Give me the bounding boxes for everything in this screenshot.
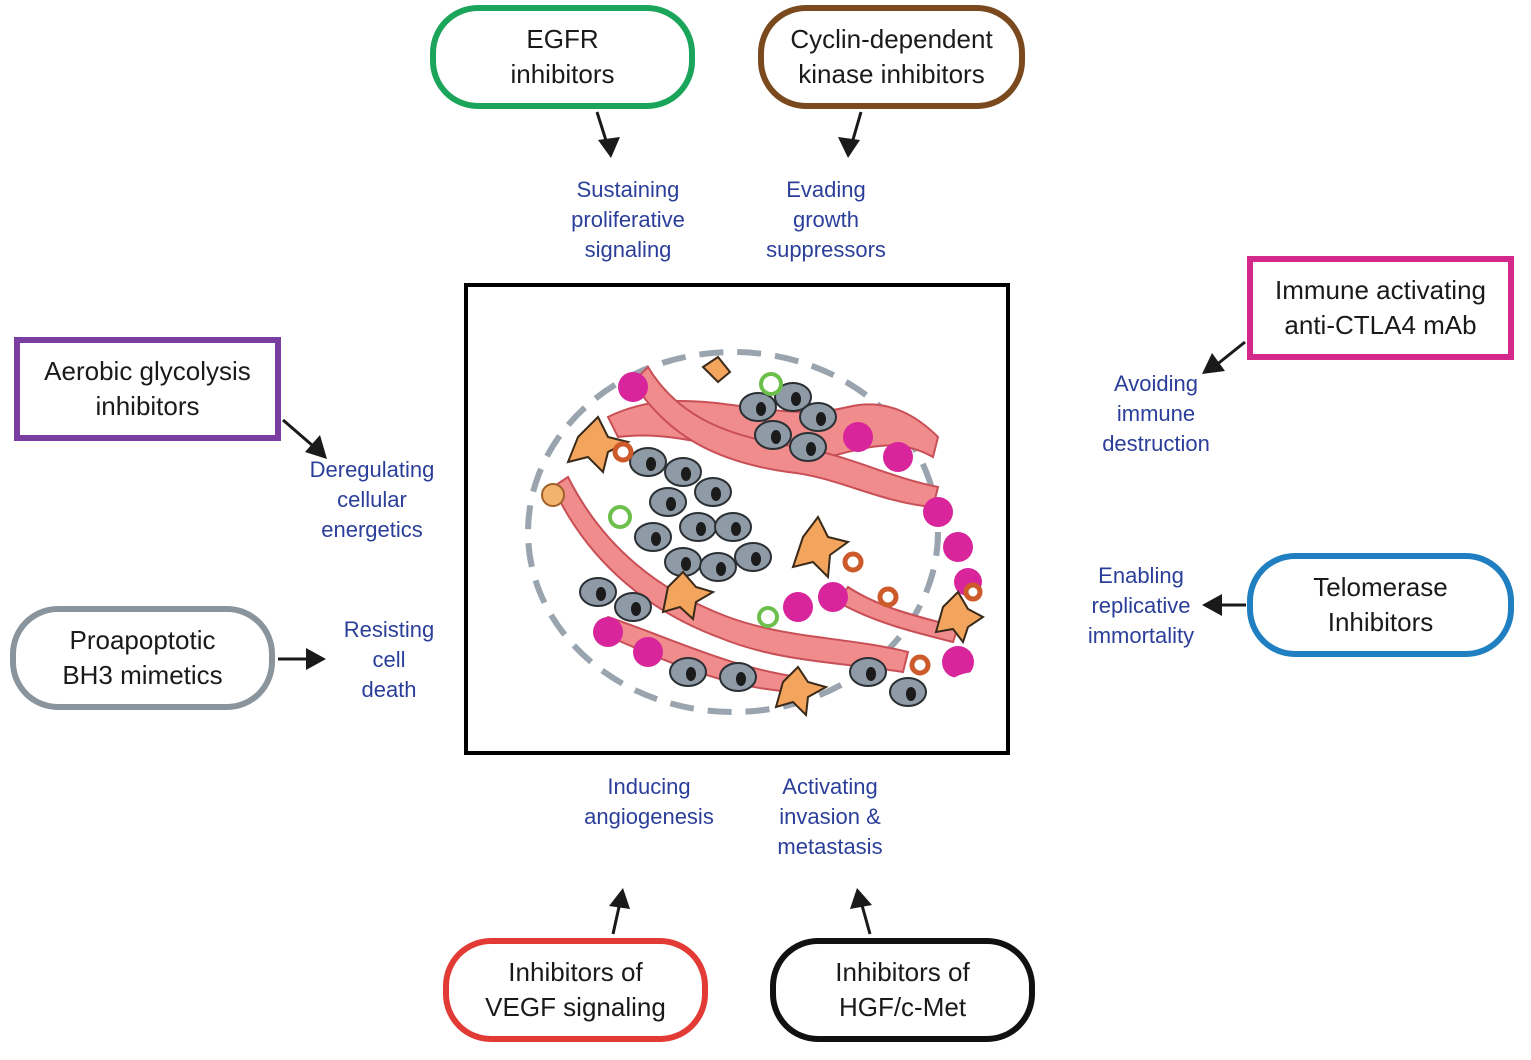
hallmark-line: metastasis	[777, 834, 883, 859]
tumor-illustration-frame	[464, 283, 1010, 755]
small-cells	[612, 441, 983, 676]
tumor-microenvironment-illustration	[525, 349, 1006, 751]
arrow-hgf	[858, 897, 872, 935]
hallmark-line: death	[361, 677, 417, 702]
aerobic-glycolysis-box: Aerobic glycolysis inhibitors	[14, 337, 281, 441]
vegf-inhibitors-box: Inhibitors of VEGF signaling	[443, 938, 708, 1042]
bh3-line-1: Proapoptotic	[69, 625, 216, 655]
immune-cells	[593, 372, 982, 678]
bh3-line-2: BH3 mimetics	[62, 660, 223, 690]
immune-line-1: Immune activating	[1275, 275, 1486, 305]
hallmark-line: proliferative	[571, 207, 685, 232]
glycolysis-line-2: inhibitors	[95, 391, 200, 421]
arrow-immune	[1209, 340, 1246, 372]
hallmark-line: Enabling	[1098, 563, 1184, 588]
hallmark-line: growth	[792, 207, 860, 232]
vegf-line-1: Inhibitors of	[508, 957, 643, 987]
arrow-vegf	[611, 897, 623, 935]
cdk-inhibitors-box: Cyclin-dependent kinase inhibitors	[758, 5, 1025, 109]
hallmark-line: destruction	[1102, 431, 1210, 456]
vegf-line-2: VEGF signaling	[485, 992, 666, 1022]
hallmark-line: Avoiding	[1114, 371, 1198, 396]
immune-activating-box: Immune activating anti-CTLA4 mAb	[1247, 256, 1514, 360]
hallmark-line: angiogenesis	[584, 804, 714, 829]
hallmark-invasion-metastasis: Activating invasion & metastasis	[750, 772, 910, 862]
hallmark-line: Deregulating	[309, 457, 435, 482]
egfr-line-1: EGFR	[526, 24, 599, 54]
bh3-mimetics-box: Proapoptotic BH3 mimetics	[10, 606, 275, 710]
egfr-inhibitors-box: EGFR inhibitors	[430, 5, 695, 109]
arrowhead	[598, 137, 620, 158]
immune-line-2: anti-CTLA4 mAb	[1284, 310, 1477, 340]
hallmark-line: immortality	[1087, 623, 1195, 648]
telomerase-line-2: Inhibitors	[1327, 607, 1434, 637]
hallmark-proliferative-signaling: Sustaining proliferative signaling	[548, 175, 708, 265]
hgf-inhibitors-box: Inhibitors of HGF/c-Met	[770, 938, 1035, 1042]
fibroblasts	[566, 355, 985, 718]
arrowhead	[850, 888, 872, 909]
hallmark-line: invasion &	[779, 804, 881, 829]
arrowhead	[609, 888, 630, 909]
arrow-glycolysis	[282, 418, 321, 454]
hallmark-line: Evading	[786, 177, 866, 202]
glycolysis-line-1: Aerobic glycolysis	[44, 356, 251, 386]
tan-cell	[541, 483, 565, 507]
hallmark-resisting-cell-death: Resisting cell death	[319, 615, 459, 705]
hallmark-line: Resisting	[343, 617, 435, 642]
hallmark-line: energetics	[321, 517, 423, 542]
hallmark-growth-suppressors: Evading growth suppressors	[746, 175, 906, 265]
tumor-boundary	[525, 349, 941, 715]
green-cells	[608, 372, 783, 628]
cutout	[931, 672, 1006, 751]
cdk-line-2: kinase inhibitors	[798, 59, 985, 89]
cancer-cell-nuclei	[596, 392, 916, 701]
hallmark-line: Inducing	[607, 774, 691, 799]
arrow-cdk	[848, 111, 863, 151]
cdk-line-1: Cyclin-dependent	[790, 24, 993, 54]
egfr-line-2: inhibitors	[510, 59, 615, 89]
arrow-egfr	[595, 111, 612, 153]
hallmark-immune-destruction: Avoiding immune destruction	[1076, 369, 1236, 459]
hallmark-line: signaling	[584, 237, 672, 262]
hallmark-line: immune	[1116, 401, 1196, 426]
hallmark-cellular-energetics: Deregulating cellular energetics	[292, 455, 452, 545]
hallmark-line: Sustaining	[576, 177, 680, 202]
hallmark-replicative-immortality: Enabling replicative immortality	[1061, 561, 1221, 651]
hallmark-line: suppressors	[766, 237, 886, 262]
arrowhead	[838, 137, 860, 158]
hgf-line-2: HGF/c-Met	[838, 992, 967, 1022]
telomerase-line-1: Telomerase	[1313, 572, 1448, 602]
hallmark-line: cellular	[337, 487, 407, 512]
hallmark-inducing-angiogenesis: Inducing angiogenesis	[564, 772, 734, 832]
telomerase-inhibitors-box: Telomerase Inhibitors	[1247, 553, 1514, 657]
hgf-line-1: Inhibitors of	[835, 957, 970, 987]
hallmark-line: replicative	[1091, 593, 1191, 618]
hallmark-line: cell	[372, 647, 406, 672]
hallmark-line: Activating	[782, 774, 878, 799]
